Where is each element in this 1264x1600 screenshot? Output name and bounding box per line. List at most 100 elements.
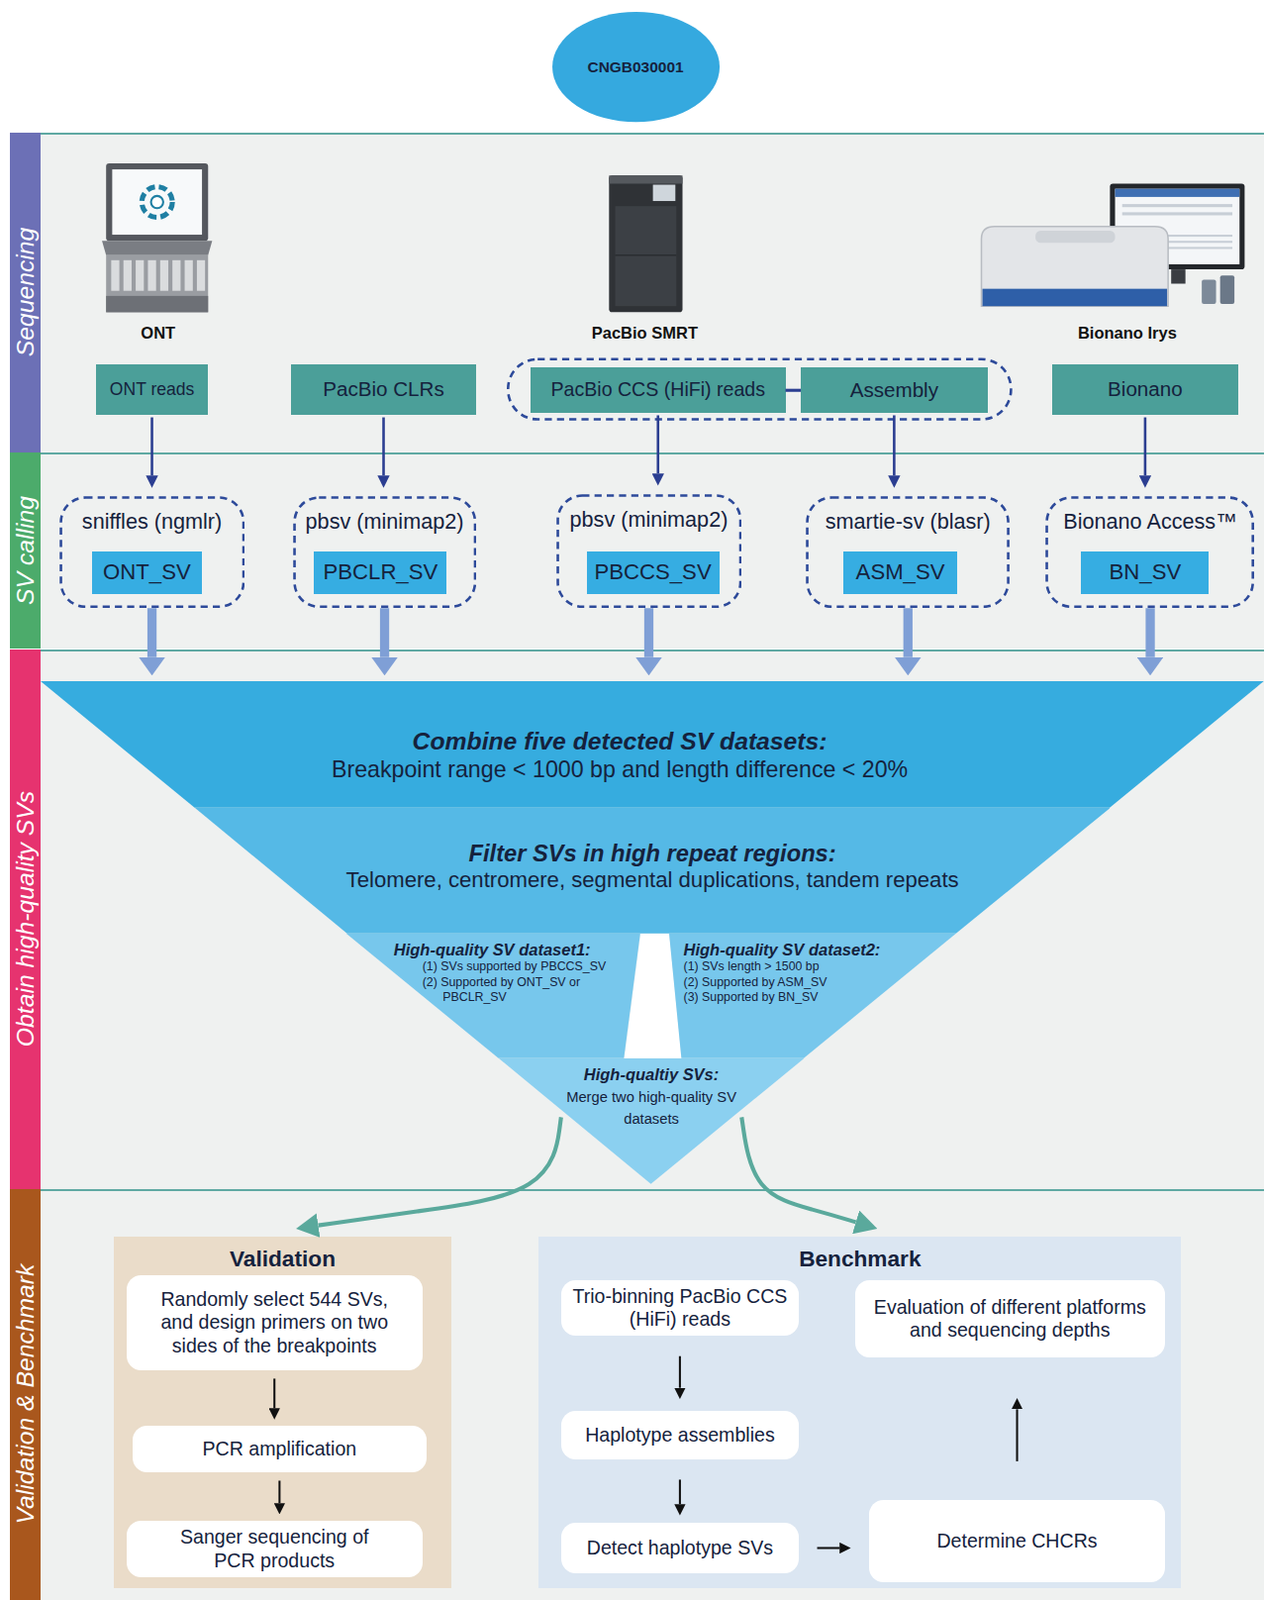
chip-cartridge — [1201, 279, 1216, 304]
monitor-stand — [1170, 269, 1185, 284]
instrument-stripe — [982, 289, 1168, 307]
device-base — [105, 295, 208, 312]
node-text: Benchmark — [798, 1245, 921, 1272]
device-logo — [141, 187, 173, 218]
funnel-section: High-quality SV dataset1:(1) SVs support… — [346, 933, 641, 1059]
process-box: PCR amplification — [132, 1425, 427, 1472]
device-top — [608, 175, 682, 184]
process-box: Bionano — [1052, 364, 1240, 416]
node-text: (1) SVs supported by PBCCS_SV — [393, 959, 606, 974]
caller-group: pbsv (minimap2) PBCCS_SV — [556, 493, 743, 608]
node-text: sniffles (ngmlr) — [82, 508, 222, 535]
device-slot — [160, 260, 169, 292]
band-ground — [9, 132, 1264, 453]
node-text: Bionano — [1107, 377, 1183, 402]
process-box: Determine CHCRs — [869, 1499, 1166, 1581]
funnel-section: High-qualtiy SVs:Merge two high-quality … — [498, 1058, 804, 1184]
device-label: Bionano Irys — [1018, 323, 1237, 344]
device-slot — [110, 260, 119, 292]
process-box: Assembly — [800, 367, 988, 413]
instrument-body — [981, 226, 1169, 306]
dashed-outline — [557, 494, 740, 606]
device-slot — [185, 260, 194, 292]
monitor-bar — [1115, 189, 1241, 197]
node-text: Filter SVs in high repeat regions: — [469, 839, 837, 868]
stage-band: Obtain high-quality SVsCombine five dete… — [9, 649, 1264, 1189]
node-text: PacBio CLRs — [322, 377, 445, 402]
pacbio-device — [608, 175, 682, 312]
process-box: Haplotype assemblies — [561, 1410, 799, 1459]
device-slot — [135, 260, 144, 292]
node-text: Detect haplotype SVs — [586, 1536, 774, 1559]
process-box: Evaluation of different platforms and se… — [855, 1279, 1166, 1357]
funnel-section: Filter SVs in high repeat regions:Telome… — [194, 807, 1111, 934]
process-box: PBCCS_SV — [586, 551, 720, 594]
funnel-shape — [194, 807, 1111, 934]
device-door — [614, 205, 677, 306]
device-slot — [147, 260, 156, 292]
device-label-box: PacBio SMRT — [535, 323, 754, 344]
node-text: ASM_SV — [856, 559, 946, 586]
node-text: Breakpoint range < 1000 bp and length di… — [331, 756, 908, 784]
dashed-outline — [1047, 496, 1254, 606]
dashed-outline — [807, 496, 1009, 606]
source-ellipse: CNGB030001 — [551, 10, 721, 123]
funnel-shape — [40, 680, 1264, 808]
node-text: Trio-binning PacBio CCS (HiFi) reads — [570, 1284, 790, 1332]
node-text: BN_SV — [1109, 559, 1182, 586]
stage-band: SV callingsniffles (ngmlr)ONT_SVpbsv (mi… — [9, 452, 1264, 650]
node-text: Haplotype assemblies — [584, 1423, 776, 1447]
node-text: ONT_SV — [102, 559, 192, 586]
process-box: PacBio CLRs — [291, 364, 478, 416]
node-text: PCR amplification — [202, 1437, 358, 1460]
process-box: Detect haplotype SVs — [561, 1522, 799, 1574]
process-box: BenchmarkTrio-binning PacBio CCS (HiFi) … — [538, 1236, 1181, 1588]
node-text: (2) Supported by ONT_SV or PBCLR_SV — [393, 974, 635, 1006]
node-text: Bionano Access™ — [1063, 508, 1238, 535]
node-text: Evaluation of different platforms and se… — [865, 1295, 1156, 1343]
device-slot — [172, 260, 181, 292]
device-label: PacBio SMRT — [535, 323, 754, 344]
funnel-section: Combine five detected SV datasets:Breakp… — [40, 680, 1264, 808]
node-text: High-qualtiy SVs: — [583, 1064, 719, 1085]
process-box: ValidationRandomly select 544 SVs, and d… — [113, 1236, 451, 1588]
node-text: Validation — [229, 1245, 336, 1272]
device-slot — [123, 260, 132, 292]
device-hinge — [101, 240, 212, 255]
process-box: PBCLR_SV — [313, 551, 447, 594]
node-text: (3) Supported by BN_SV — [683, 989, 819, 1005]
ellipse-shape — [552, 11, 720, 122]
stage-band: SequencingONT reads PacBio CLRs PacBio CCS… — [9, 132, 1264, 453]
band-label: Obtain high-quality SVs — [10, 790, 41, 1047]
band-label: Sequencing — [10, 227, 41, 358]
caller-group: pbsv (minimap2)PBCLR_SV — [292, 495, 478, 608]
device-body — [608, 175, 682, 312]
band-label: Validation & Benchmark — [10, 1264, 41, 1525]
device-screen — [653, 185, 677, 201]
process-box: ASM_SV — [843, 551, 957, 594]
instrument-lid — [1035, 230, 1115, 243]
node-text: Determine CHCRs — [936, 1529, 1097, 1553]
dashed-outline — [60, 496, 243, 606]
process-box: PacBio CCS (HiFi) reads — [530, 367, 786, 413]
node-text: ONT reads — [109, 379, 195, 400]
caller-group: smartie-sv (blasr)ASM_SV — [805, 495, 1010, 608]
device-lid — [105, 163, 208, 241]
node-text: PBCCS_SV — [594, 559, 712, 586]
process-box: ONT reads — [96, 364, 208, 416]
ont-device — [101, 163, 212, 312]
node-text: PBCLR_SV — [323, 559, 439, 586]
monitor-row — [1122, 211, 1233, 215]
node-text: Assembly — [850, 378, 939, 403]
node-text: pbsv (minimap2) — [570, 506, 729, 533]
device-label: ONT — [49, 323, 268, 344]
process-box: ONT_SV — [92, 551, 202, 594]
node-text: (2) Supported by ASM_SV — [683, 974, 828, 990]
process-box: BN_SV — [1080, 551, 1209, 594]
process-box: Sanger sequencing of PCR products — [126, 1520, 423, 1578]
device-slot — [196, 260, 205, 292]
node-text: PacBio CCS (HiFi) reads — [551, 378, 767, 401]
